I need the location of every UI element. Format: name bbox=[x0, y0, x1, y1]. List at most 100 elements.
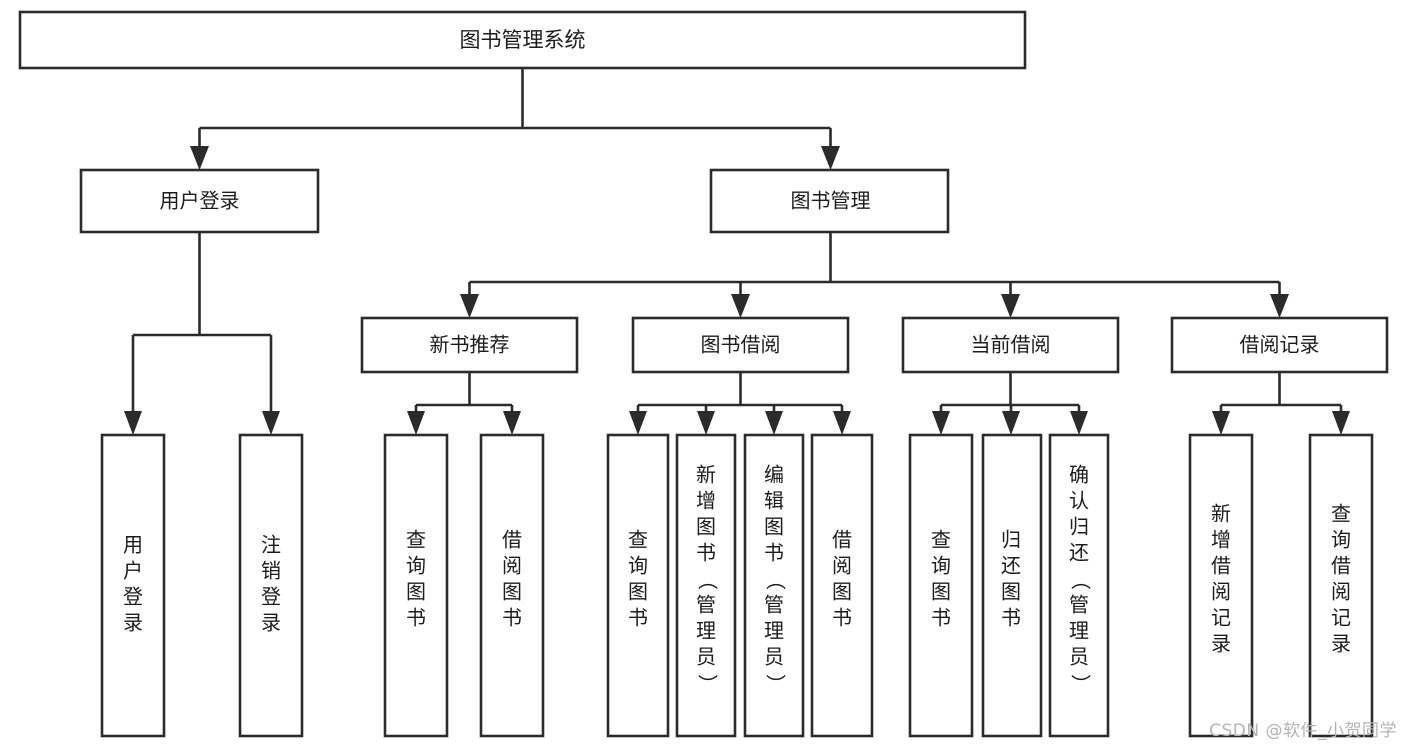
vertical-label-char: 录 bbox=[123, 611, 143, 635]
arrow-borrow-records bbox=[1270, 294, 1289, 318]
br-add-record-box[interactable] bbox=[1188, 433, 1254, 738]
vertical-label-char: 认 bbox=[1069, 489, 1089, 513]
vertical-label-char: 查 bbox=[628, 528, 648, 552]
current-borrow-box[interactable] bbox=[901, 316, 1120, 374]
vertical-label-char: 查 bbox=[406, 528, 426, 552]
user-login-leaf-box[interactable] bbox=[100, 433, 166, 738]
node-book-borrow[interactable]: 图书借阅 bbox=[631, 316, 850, 374]
cb-query-book-box[interactable] bbox=[908, 433, 974, 738]
vertical-label-char: 增 bbox=[696, 489, 716, 513]
nbr-borrow-book-box[interactable] bbox=[479, 433, 545, 738]
nbr-query-book-box[interactable] bbox=[383, 433, 449, 738]
arrow-bb-add-book bbox=[697, 411, 715, 435]
vertical-label-char: 销 bbox=[261, 559, 281, 583]
arrow-bb-query-book bbox=[629, 411, 647, 435]
vertical-label-char: 书 bbox=[1001, 606, 1021, 630]
arrow-bb-borrow-book bbox=[833, 411, 851, 435]
vertical-label-char: 理 bbox=[696, 619, 716, 643]
vertical-label-char: 记 bbox=[1331, 606, 1351, 630]
vertical-label-char: 书 bbox=[628, 606, 648, 630]
arrow-cb-query-book bbox=[932, 411, 950, 435]
node-user-login-leaf[interactable]: 用户登录 bbox=[100, 433, 166, 738]
book-borrow-box[interactable] bbox=[631, 316, 850, 374]
vertical-label-char: （ bbox=[1069, 570, 1093, 590]
node-new-book-recommend[interactable]: 新书推荐 bbox=[360, 316, 579, 374]
vertical-label-char: 书 bbox=[832, 606, 852, 630]
arrow-bb-edit-book bbox=[765, 411, 783, 435]
vertical-label-char: ） bbox=[764, 674, 788, 694]
vertical-label-char: 图 bbox=[1001, 580, 1021, 604]
bb-edit-book-box[interactable] bbox=[743, 433, 805, 738]
bb-borrow-book-box[interactable] bbox=[810, 433, 874, 738]
user-logout-leaf-box[interactable] bbox=[238, 433, 304, 738]
bb-add-book-box[interactable] bbox=[675, 433, 737, 738]
node-current-borrow[interactable]: 当前借阅 bbox=[901, 316, 1120, 374]
vertical-label-char: 询 bbox=[628, 554, 648, 578]
book-management-box[interactable] bbox=[709, 168, 950, 234]
cb-confirm-return-box[interactable] bbox=[1048, 433, 1110, 738]
new-book-recommend-label: 新书推荐 bbox=[430, 333, 510, 357]
user-login-box[interactable] bbox=[79, 168, 320, 234]
vertical-label-char: 新 bbox=[1211, 502, 1231, 526]
node-borrow-records[interactable]: 借阅记录 bbox=[1170, 316, 1389, 374]
node-root[interactable]: 图书管理系统 bbox=[18, 10, 1027, 70]
vertical-label-char: 询 bbox=[406, 554, 426, 578]
br-query-record-box[interactable] bbox=[1308, 433, 1374, 738]
vertical-label-char: 图 bbox=[628, 580, 648, 604]
arrow-cb-return-book bbox=[1002, 411, 1020, 435]
borrow-records-box[interactable] bbox=[1170, 316, 1389, 374]
vertical-label-char: 图 bbox=[764, 515, 784, 539]
vertical-label-char: 借 bbox=[1211, 554, 1231, 578]
vertical-label-char: 询 bbox=[1331, 528, 1351, 552]
user-login-leaf-label: 用户登录 bbox=[123, 533, 143, 635]
vertical-label-char: 图 bbox=[832, 580, 852, 604]
vertical-label-char: 录 bbox=[1331, 632, 1351, 656]
root-box[interactable] bbox=[18, 10, 1027, 70]
vertical-label-char: 理 bbox=[764, 619, 784, 643]
bb-query-book-box[interactable] bbox=[606, 433, 670, 738]
vertical-label-char: 员 bbox=[764, 645, 784, 669]
borrow-records-label: 借阅记录 bbox=[1240, 333, 1320, 357]
vertical-label-char: 阅 bbox=[1211, 580, 1231, 604]
vertical-label-char: 管 bbox=[696, 593, 716, 617]
vertical-label-char: 书 bbox=[931, 606, 951, 630]
vertical-label-char: ） bbox=[696, 674, 720, 694]
arrow-book-borrow bbox=[731, 294, 750, 318]
vertical-label-char: 图 bbox=[502, 580, 522, 604]
vertical-label-char: 借 bbox=[832, 528, 852, 552]
vertical-label-char: 管 bbox=[1069, 593, 1089, 617]
new-book-recommend-box[interactable] bbox=[360, 316, 579, 374]
vertical-label-char: 阅 bbox=[1331, 580, 1351, 604]
book-management-label: 图书管理 bbox=[791, 189, 871, 213]
vertical-label-char: 图 bbox=[696, 515, 716, 539]
node-book-management[interactable]: 图书管理 bbox=[709, 168, 950, 234]
arrow-user-logout-leaf bbox=[262, 411, 280, 435]
cb-return-book-box[interactable] bbox=[981, 433, 1043, 738]
arrow-nbr-borrow-book bbox=[503, 411, 521, 435]
vertical-label-char: 记 bbox=[1211, 606, 1231, 630]
vertical-label-char: 阅 bbox=[832, 554, 852, 578]
node-user-login[interactable]: 用户登录 bbox=[79, 168, 320, 234]
vertical-label-char: 登 bbox=[261, 585, 281, 609]
vertical-label-char: 户 bbox=[123, 559, 143, 583]
vertical-label-char: 员 bbox=[696, 645, 716, 669]
